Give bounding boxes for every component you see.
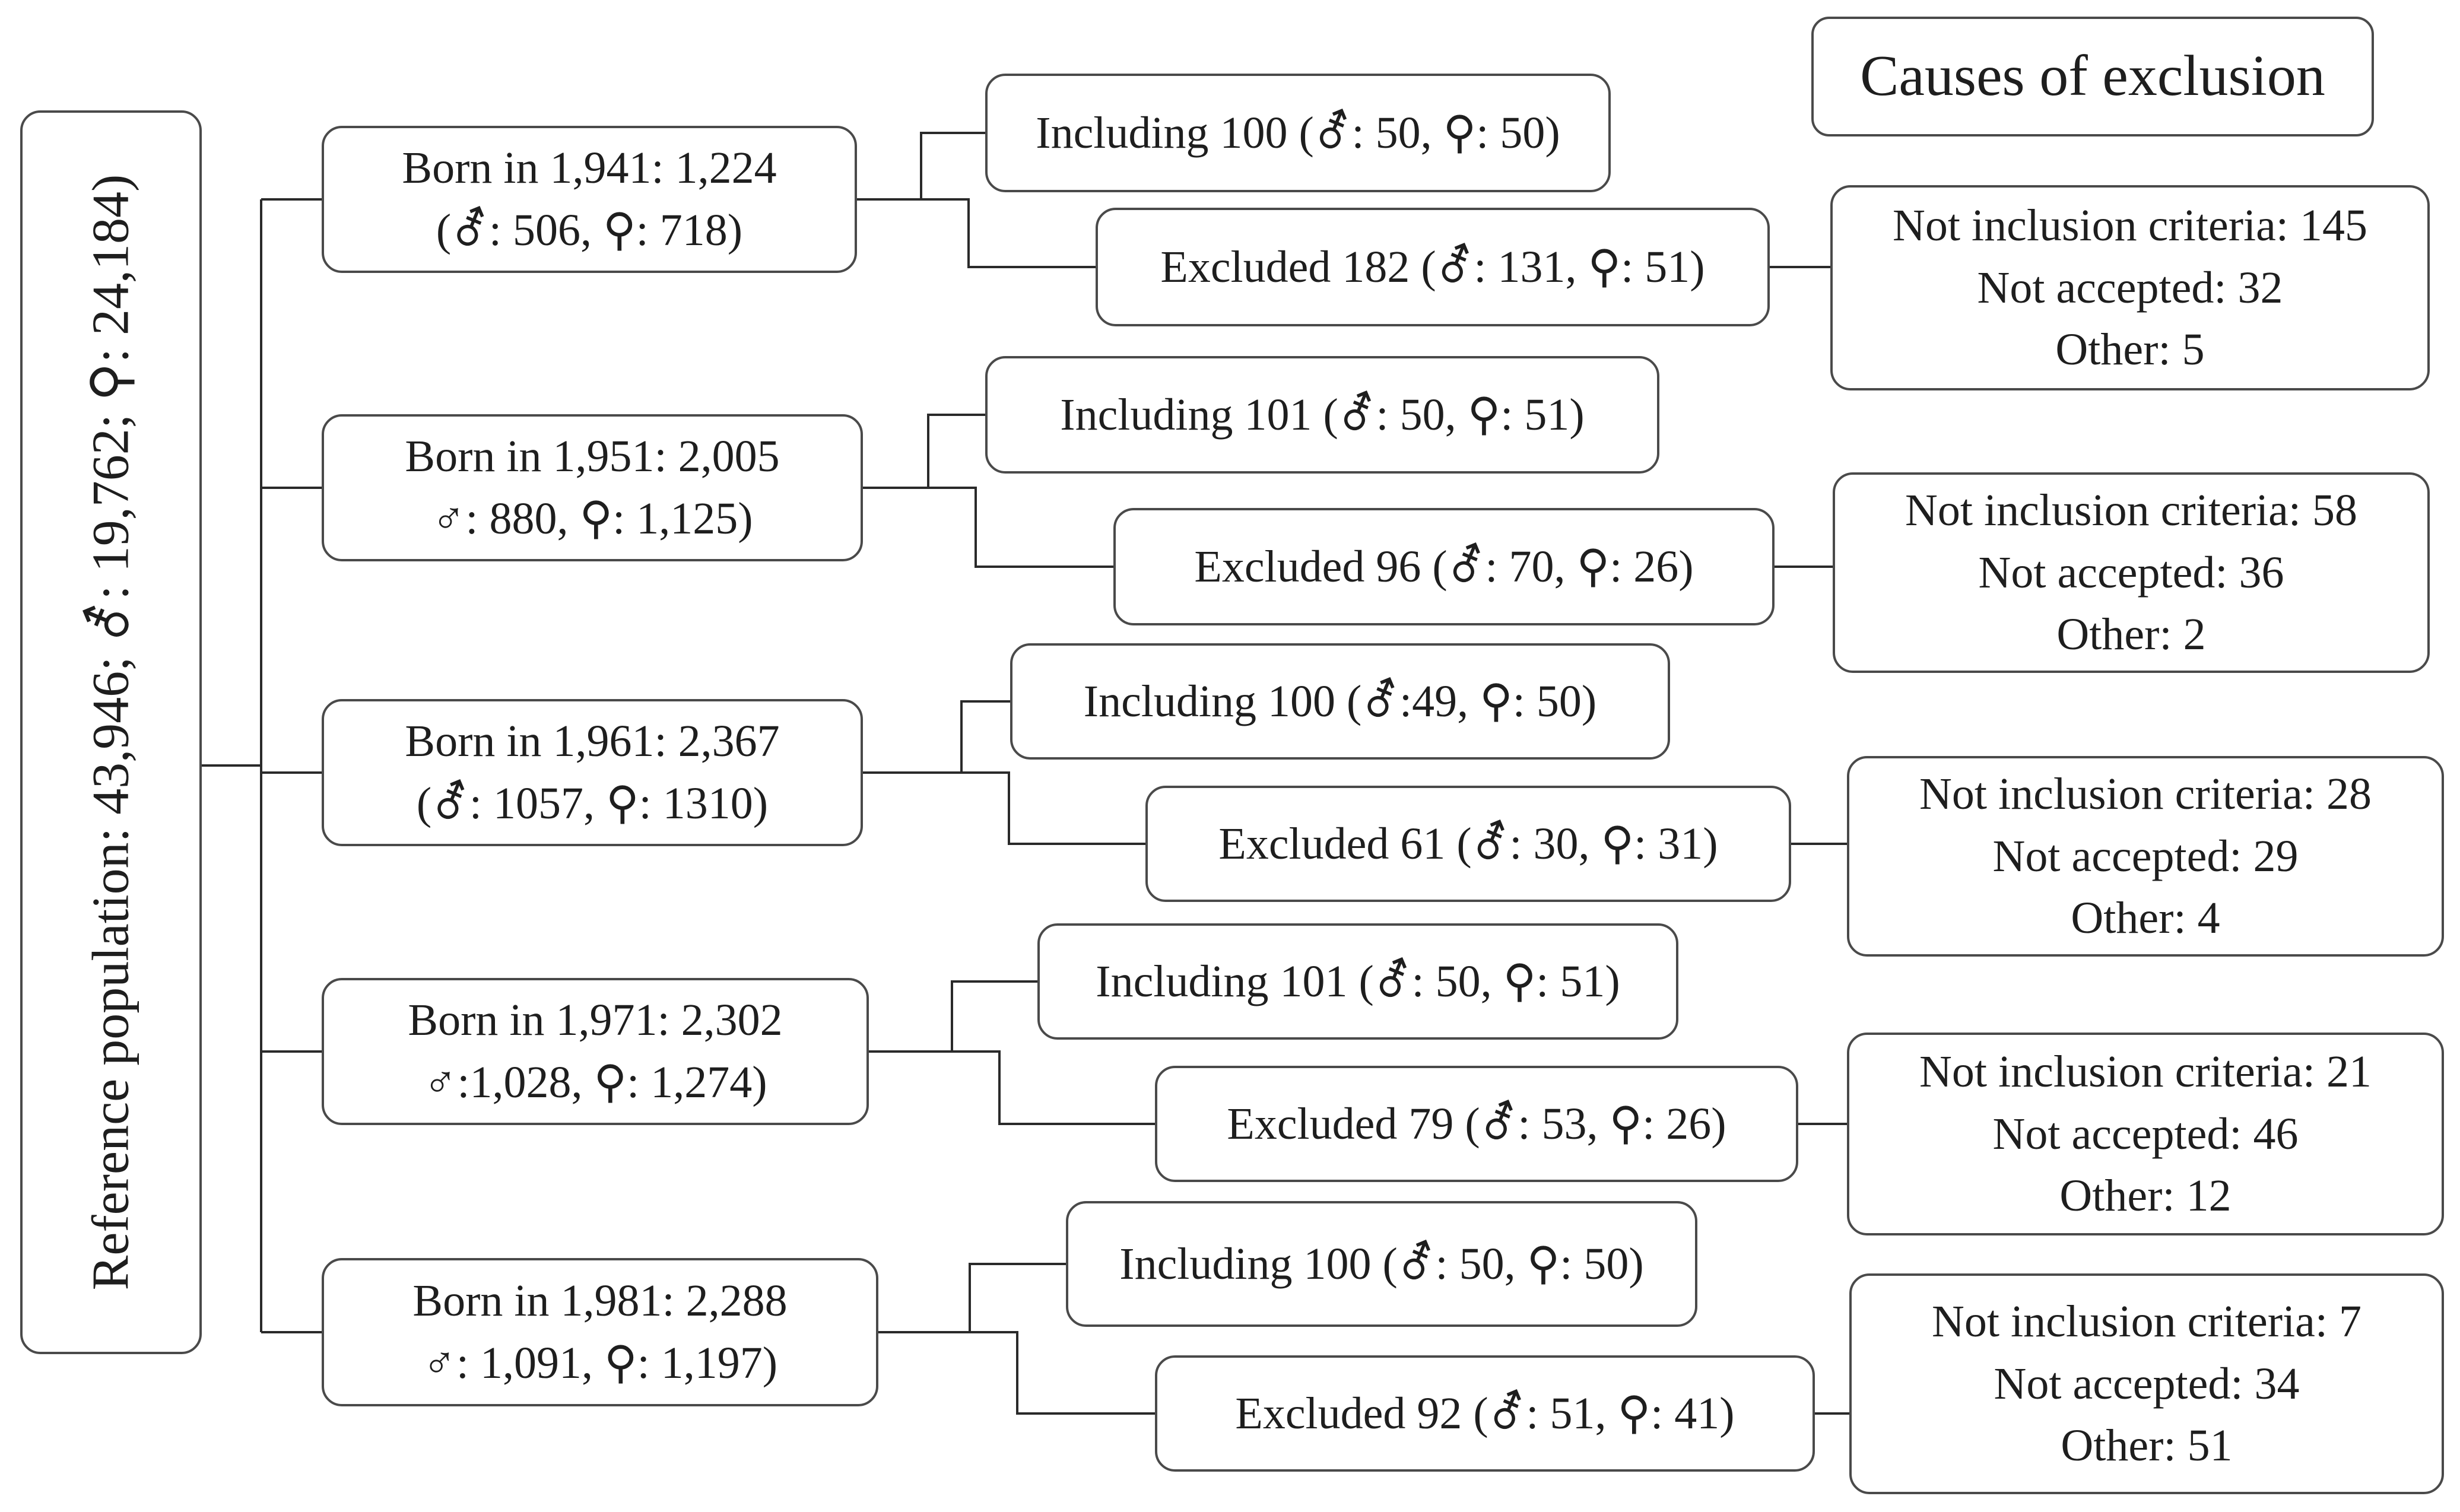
cohort-5-to-included xyxy=(969,1263,1066,1332)
cohort-1961-included-box: Including 100 (⚦:49, ⚲: 50) xyxy=(1010,643,1670,760)
cohort-3-to-included xyxy=(960,700,1010,773)
causes-of-exclusion-title: Causes of exclusion xyxy=(1811,17,2374,136)
cohort-1981-included-box: Including 100 (⚦: 50, ⚲: 50) xyxy=(1066,1201,1697,1327)
cohort-1951-included-box: Including 101 (⚦: 50, ⚲: 51) xyxy=(985,356,1659,474)
excluded-label: Excluded 96 (⚦: 70, ⚲: 26) xyxy=(1194,541,1694,592)
reference-population-box: Reference population: 43,946; ⚦: 19,762;… xyxy=(20,110,202,1354)
cause-other: Other: 51 xyxy=(2061,1421,2233,1471)
excluded-label: Excluded 61 (⚦: 30, ⚲: 31) xyxy=(1218,818,1718,869)
cohort-4-to-included xyxy=(951,980,1037,1052)
cohort-born-line: Born in 1,941: 1,224 xyxy=(402,143,777,193)
cohort-sex-line: (⚦: 506, ⚲: 718) xyxy=(436,205,743,255)
cohort-born-line: Born in 1,951: 2,005 xyxy=(405,431,780,482)
cause-other: Other: 2 xyxy=(2056,609,2206,660)
cohort-born-line: Born in 1,971: 2,302 xyxy=(408,995,783,1046)
cohort-born-line: Born in 1,961: 2,367 xyxy=(405,716,780,767)
cause-not-accepted: Not accepted: 36 xyxy=(1978,547,2284,598)
cohort-1961-excluded-box: Excluded 61 (⚦: 30, ⚲: 31) xyxy=(1145,786,1791,902)
included-label: Including 100 (⚦: 50, ⚲: 50) xyxy=(1036,107,1560,158)
cohort-1971-excluded-box: Excluded 79 (⚦: 53, ⚲: 26) xyxy=(1155,1066,1798,1182)
cohort-sex-line: ♂: 880, ⚲: 1,125) xyxy=(431,494,753,544)
cohort-1971-causes-box: Not inclusion criteria: 21 Not accepted:… xyxy=(1847,1033,2444,1235)
title-text: Causes of exclusion xyxy=(1860,44,2325,109)
cohort-2-to-included xyxy=(927,414,985,488)
cohort-sex-line: ♂: 1,091, ⚲: 1,197) xyxy=(422,1338,778,1388)
cohort-1981-box: Born in 1,981: 2,288 ♂: 1,091, ⚲: 1,197) xyxy=(322,1258,878,1406)
cohort-1941-included-box: Including 100 (⚦: 50, ⚲: 50) xyxy=(985,74,1611,192)
cohort-1961-box: Born in 1,961: 2,367 (⚦: 1057, ⚲: 1310) xyxy=(322,699,863,846)
cohort-1941-box: Born in 1,941: 1,224 (⚦: 506, ⚲: 718) xyxy=(322,126,857,273)
cohort-3-to-excluded xyxy=(961,771,1145,845)
cohort-1-to-excluded xyxy=(921,198,1096,268)
cause-not-inclusion: Not inclusion criteria: 58 xyxy=(1905,485,2357,535)
cohort-1941-causes-box: Not inclusion criteria: 145 Not accepted… xyxy=(1830,185,2430,390)
cause-other: Other: 12 xyxy=(2059,1171,2232,1221)
cause-not-accepted: Not accepted: 34 xyxy=(1994,1358,2300,1409)
included-label: Including 101 (⚦: 50, ⚲: 51) xyxy=(1096,956,1620,1006)
cohort-1981-excluded-box: Excluded 92 (⚦: 51, ⚲: 41) xyxy=(1155,1355,1815,1472)
cohort-1971-included-box: Including 101 (⚦: 50, ⚲: 51) xyxy=(1037,923,1678,1040)
cohort-1951-excluded-box: Excluded 96 (⚦: 70, ⚲: 26) xyxy=(1113,508,1775,625)
cohort-1951-causes-box: Not inclusion criteria: 58 Not accepted:… xyxy=(1833,472,2430,673)
cohort-1951-box: Born in 1,951: 2,005 ♂: 880, ⚲: 1,125) xyxy=(322,414,863,561)
excluded-label: Excluded 92 (⚦: 51, ⚲: 41) xyxy=(1235,1388,1735,1438)
cause-not-inclusion: Not inclusion criteria: 7 xyxy=(1932,1296,2361,1346)
excluded-label: Excluded 182 (⚦: 131, ⚲: 51) xyxy=(1160,242,1705,292)
cohort-born-line: Born in 1,981: 2,288 xyxy=(412,1276,788,1326)
cohort-1981-causes-box: Not inclusion criteria: 7 Not accepted: … xyxy=(1849,1273,2444,1494)
included-label: Including 101 (⚦: 50, ⚲: 51) xyxy=(1060,389,1585,440)
cohort-1971-box: Born in 1,971: 2,302 ♂:1,028, ⚲: 1,274) xyxy=(322,978,869,1125)
cohort-sex-line: ♂:1,028, ⚲: 1,274) xyxy=(423,1057,767,1107)
included-label: Including 100 (⚦:49, ⚲: 50) xyxy=(1083,676,1597,726)
cohort-sex-line: (⚦: 1057, ⚲: 1310) xyxy=(416,779,769,828)
cause-not-inclusion: Not inclusion criteria: 21 xyxy=(1919,1046,2372,1097)
reference-population-label: Reference population: 43,946; ⚦: 19,762;… xyxy=(82,174,140,1291)
cause-not-inclusion: Not inclusion criteria: 28 xyxy=(1919,768,2372,819)
cohort-5-to-excluded xyxy=(970,1331,1155,1415)
cohort-2-to-excluded xyxy=(928,487,1113,568)
excluded-label: Excluded 79 (⚦: 53, ⚲: 26) xyxy=(1227,1098,1726,1149)
cause-not-accepted: Not accepted: 46 xyxy=(1992,1108,2299,1159)
cohort-1941-excluded-box: Excluded 182 (⚦: 131, ⚲: 51) xyxy=(1096,208,1770,326)
cause-not-accepted: Not accepted: 29 xyxy=(1992,831,2299,881)
cohort-1-to-included xyxy=(920,132,985,199)
cause-other: Other: 4 xyxy=(2071,893,2220,944)
cause-not-accepted: Not accepted: 32 xyxy=(1977,262,2283,313)
cause-other: Other: 5 xyxy=(2055,325,2205,375)
cohort-1961-causes-box: Not inclusion criteria: 28 Not accepted:… xyxy=(1847,756,2444,957)
cohort-4-to-excluded xyxy=(952,1050,1155,1125)
cause-not-inclusion: Not inclusion criteria: 145 xyxy=(1893,200,2367,250)
included-label: Including 100 (⚦: 50, ⚲: 50) xyxy=(1119,1238,1644,1289)
